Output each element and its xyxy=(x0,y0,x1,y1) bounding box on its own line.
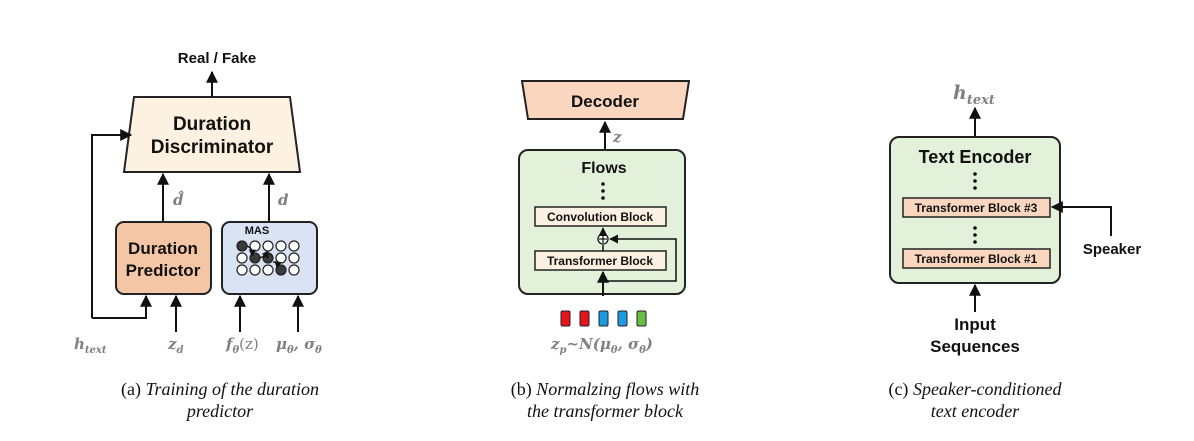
transformer-block-label: Transformer Block xyxy=(547,254,653,268)
transformer-block-1-label: Transformer Block #1 xyxy=(915,252,1038,266)
caption-c-prefix: (c) xyxy=(888,379,913,399)
caption-a: (a) Training of the duration predictor xyxy=(60,378,380,422)
mas-cell xyxy=(262,264,274,276)
text-encoder-label: Text Encoder xyxy=(919,147,1032,167)
predictor-label-line2: Predictor xyxy=(126,261,201,280)
mas-cell xyxy=(262,240,274,252)
z-d-label: zd xyxy=(167,335,184,356)
mas-cell xyxy=(288,264,300,276)
caption-b-line2: the transformer block xyxy=(527,401,683,421)
caption-c-line2: text encoder xyxy=(930,401,1020,421)
input-label-line1: Input xyxy=(954,315,996,334)
d-hat-label: d̂ xyxy=(173,190,185,209)
mas-cell xyxy=(275,240,287,252)
mas-path-arrow xyxy=(258,250,269,259)
panel-a-duration-training: Duration Discriminator Real / Fake Durat… xyxy=(74,50,322,356)
h-text-to-predictor-arrow xyxy=(92,294,152,319)
flows-label: Flows xyxy=(581,160,626,177)
mas-label: MAS xyxy=(245,225,269,237)
d-label: d xyxy=(278,191,289,209)
mas-alignment-grid xyxy=(236,240,300,276)
convolution-block-label: Convolution Block xyxy=(547,210,653,224)
speaker-arrow xyxy=(1050,201,1112,236)
mas-path-arrow xyxy=(246,245,256,257)
mas-cell xyxy=(288,252,300,264)
convolution-block xyxy=(534,206,667,227)
input-label-line2: Sequences xyxy=(930,337,1020,356)
mas-path-arrow xyxy=(272,261,282,269)
mas-cell xyxy=(249,264,261,276)
f-theta-label: fθ(z) xyxy=(225,335,259,356)
encoder-ellipsis-dot xyxy=(973,172,977,176)
real-fake-label: Real / Fake xyxy=(178,50,256,67)
caption-b: (b) Normalzing flows with the transforme… xyxy=(445,378,765,422)
mas-cell xyxy=(275,252,287,264)
transformer-block-3-label: Transformer Block #3 xyxy=(915,201,1038,215)
token-sequence xyxy=(560,310,647,327)
caption-a-line2: predictor xyxy=(186,401,254,421)
caption-a-line1: Training of the duration xyxy=(145,379,319,399)
decoder-label: Decoder xyxy=(571,92,639,111)
mas-aligned-cell xyxy=(236,240,248,252)
mas-cell xyxy=(288,240,300,252)
encoder-ellipsis-dot xyxy=(973,226,977,230)
caption-c-line1: Speaker-conditioned xyxy=(912,379,1062,399)
token xyxy=(579,310,590,327)
h-text-label: htext xyxy=(74,335,107,356)
discriminator-label-line1: Duration xyxy=(173,114,251,135)
speaker-label: Speaker xyxy=(1083,241,1142,258)
caption-b-prefix: (b) xyxy=(510,379,537,399)
caption-b-line1: Normalzing flows with xyxy=(536,379,700,399)
mas-cell xyxy=(236,252,248,264)
transformer-block xyxy=(534,250,667,271)
flows-ellipsis-dot xyxy=(601,182,605,186)
predictor-label-line1: Duration xyxy=(128,239,198,258)
panel-c-text-encoder: htext Text Encoder Transformer Block #3 … xyxy=(889,82,1142,356)
encoder-ellipsis-dot xyxy=(973,233,977,237)
panel-b-normalizing-flows: Decoder z Flows Convolution Block Transf… xyxy=(518,80,691,356)
h-text-output-label: htext xyxy=(953,82,995,108)
z-label: z xyxy=(612,128,622,146)
encoder-ellipsis-dot xyxy=(973,179,977,183)
token xyxy=(636,310,647,327)
token xyxy=(617,310,628,327)
discriminator-label-line2: Discriminator xyxy=(151,137,274,158)
mas-cell xyxy=(236,264,248,276)
duration-discriminator-box xyxy=(122,96,302,173)
caption-a-prefix: (a) xyxy=(120,379,146,399)
transformer-block-1 xyxy=(902,248,1051,269)
encoder-ellipsis-dot xyxy=(973,186,977,190)
residual-connection-arrow xyxy=(603,234,677,282)
zp-label: zp~N(μθ, σθ) xyxy=(550,335,653,356)
duration-predictor-box xyxy=(115,221,212,295)
token xyxy=(598,310,609,327)
caption-c: (c) Speaker-conditioned text encoder xyxy=(815,378,1135,422)
h-text-to-discriminator-arrow xyxy=(91,129,133,318)
token xyxy=(560,310,571,327)
flows-ellipsis-dot xyxy=(601,189,605,193)
transformer-block-3 xyxy=(902,197,1051,218)
decoder-box xyxy=(520,80,691,120)
flows-ellipsis-dot xyxy=(601,196,605,200)
encoder-ellipsis-dot xyxy=(973,240,977,244)
mu-sigma-label: μθ, σθ xyxy=(276,335,322,356)
